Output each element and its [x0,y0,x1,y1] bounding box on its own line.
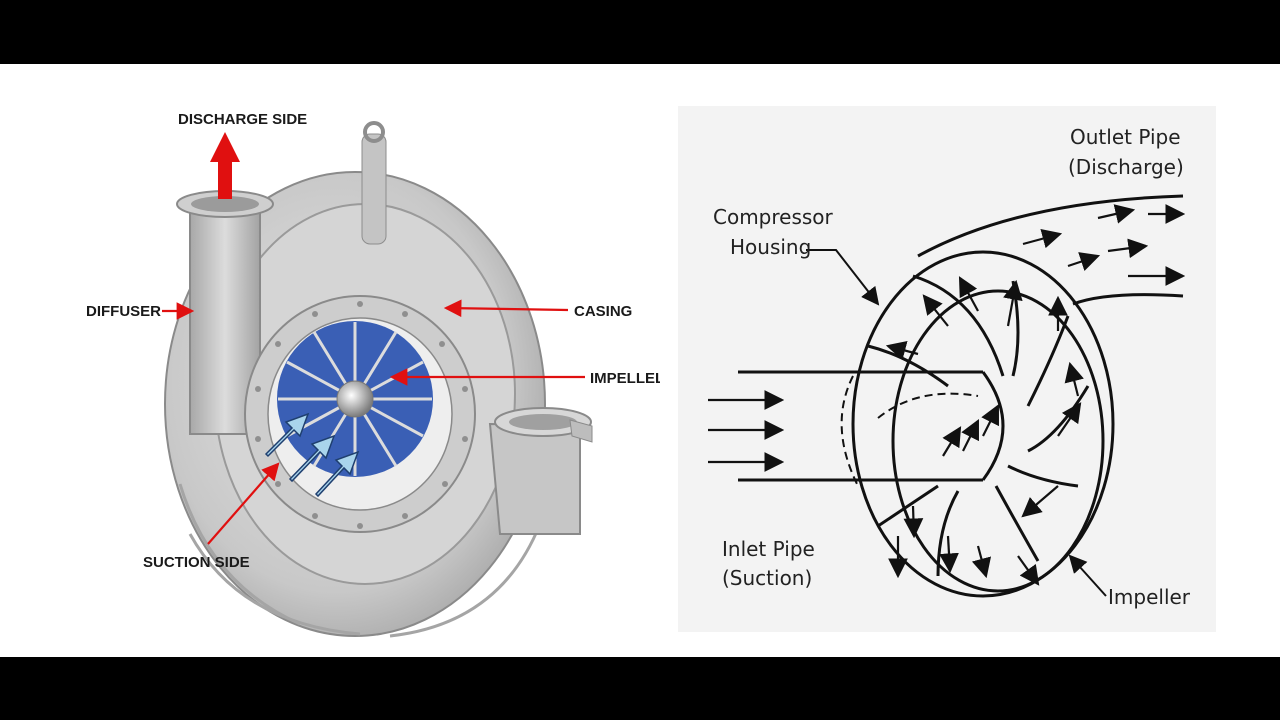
lifting-eye [361,121,387,245]
compressor-schematic-drawing: Outlet Pipe (Discharge) Compressor Housi… [708,125,1191,609]
bottom-letterbox-bar [0,657,1280,720]
compressor-housing-label-line2: Housing [730,235,811,259]
compressor-cutaway-illustration: DISCHARGE SIDE DIFFUSER CASING IMPELLEL … [86,111,660,638]
schematic-leader-lines [806,249,1107,597]
suction-side-label: SUCTION SIDE [143,554,250,571]
impeller-schematic-label: Impeller [1108,585,1191,609]
impeller-wheel [277,321,433,477]
suction-flow-arrows [264,412,360,498]
compressor-cutaway-panel: DISCHARGE SIDE DIFFUSER CASING IMPELLEL … [60,64,660,657]
discharge-arrow [210,132,240,199]
inlet-suction-label: (Suction) [722,566,812,590]
impeller-label: IMPELLEL [590,370,660,387]
compressor-schematic-panel: Outlet Pipe (Discharge) Compressor Housi… [678,106,1216,632]
schematic-flow-arrows [708,204,1186,586]
schematic-lines [738,194,1184,598]
casing-label: CASING [574,303,632,320]
diagram-canvas: DISCHARGE SIDE DIFFUSER CASING IMPELLEL … [0,64,1280,657]
compressor-housing-label-line1: Compressor [713,205,834,229]
top-letterbox-bar [0,0,1280,64]
inlet-pipe-label: Inlet Pipe [722,537,815,561]
outlet-discharge-label: (Discharge) [1068,155,1184,179]
outlet-pipe-label: Outlet Pipe [1070,125,1181,149]
diffuser-label: DIFFUSER [86,303,161,320]
label-pointer-arrows [162,299,585,545]
discharge-side-label: DISCHARGE SIDE [178,111,307,128]
side-outlet-flange [488,407,593,535]
